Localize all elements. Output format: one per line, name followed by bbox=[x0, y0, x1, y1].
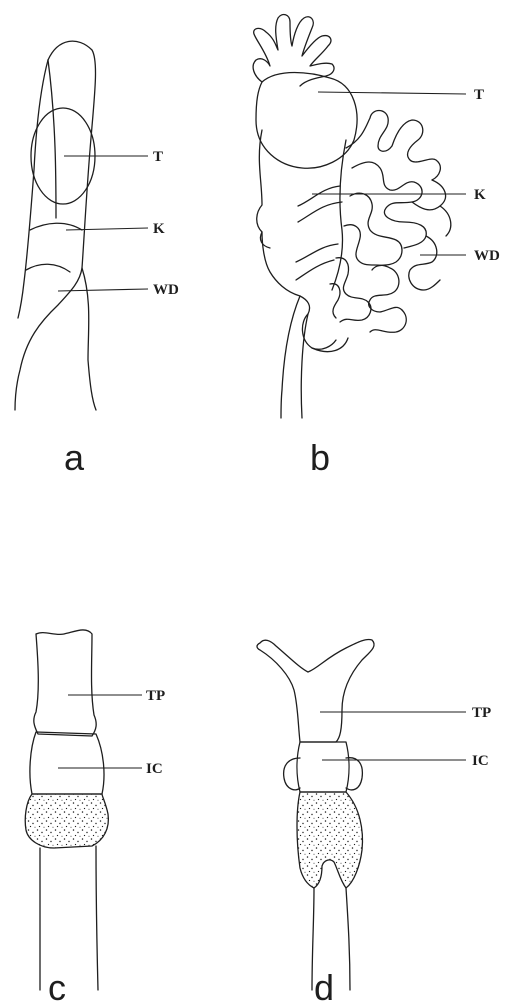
panel-c: TP IC c bbox=[25, 630, 165, 1004]
label-b-WD: WD bbox=[474, 248, 500, 264]
leader-b-T bbox=[318, 92, 466, 94]
ic-shape-d bbox=[297, 742, 349, 792]
testis-body bbox=[256, 73, 357, 169]
panel-letter-c: c bbox=[48, 967, 66, 1004]
ic-shape-c bbox=[30, 732, 104, 794]
panel-letter-a: a bbox=[64, 437, 85, 478]
stalk bbox=[281, 296, 300, 418]
panel-d-drawing bbox=[257, 639, 374, 990]
kidney-body bbox=[257, 130, 336, 349]
label-b-T: T bbox=[474, 87, 484, 103]
label-a-K: K bbox=[153, 221, 165, 237]
tubule-coils bbox=[296, 111, 451, 333]
tp-shape-d bbox=[257, 639, 374, 742]
panel-c-drawing bbox=[25, 630, 108, 990]
label-b-K: K bbox=[474, 187, 486, 203]
label-c-IC: IC bbox=[146, 761, 163, 777]
label-d-IC: IC bbox=[472, 753, 489, 769]
panel-b-drawing bbox=[253, 15, 451, 418]
label-a-T: T bbox=[153, 149, 163, 165]
label-d-TP: TP bbox=[472, 705, 491, 721]
panel-a: T K WD a bbox=[15, 41, 179, 478]
panel-b: T K WD b bbox=[253, 15, 500, 478]
stippled-base-c bbox=[25, 794, 108, 848]
label-c-TP: TP bbox=[146, 688, 165, 704]
panel-d: TP IC d bbox=[257, 639, 491, 1004]
stippled-base-d bbox=[297, 792, 362, 888]
tp-shape-c bbox=[34, 630, 96, 736]
panel-letter-d: d bbox=[314, 967, 334, 1004]
panel-letter-b: b bbox=[310, 437, 330, 478]
panel-a-drawing bbox=[15, 41, 96, 410]
label-a-WD: WD bbox=[153, 282, 179, 298]
